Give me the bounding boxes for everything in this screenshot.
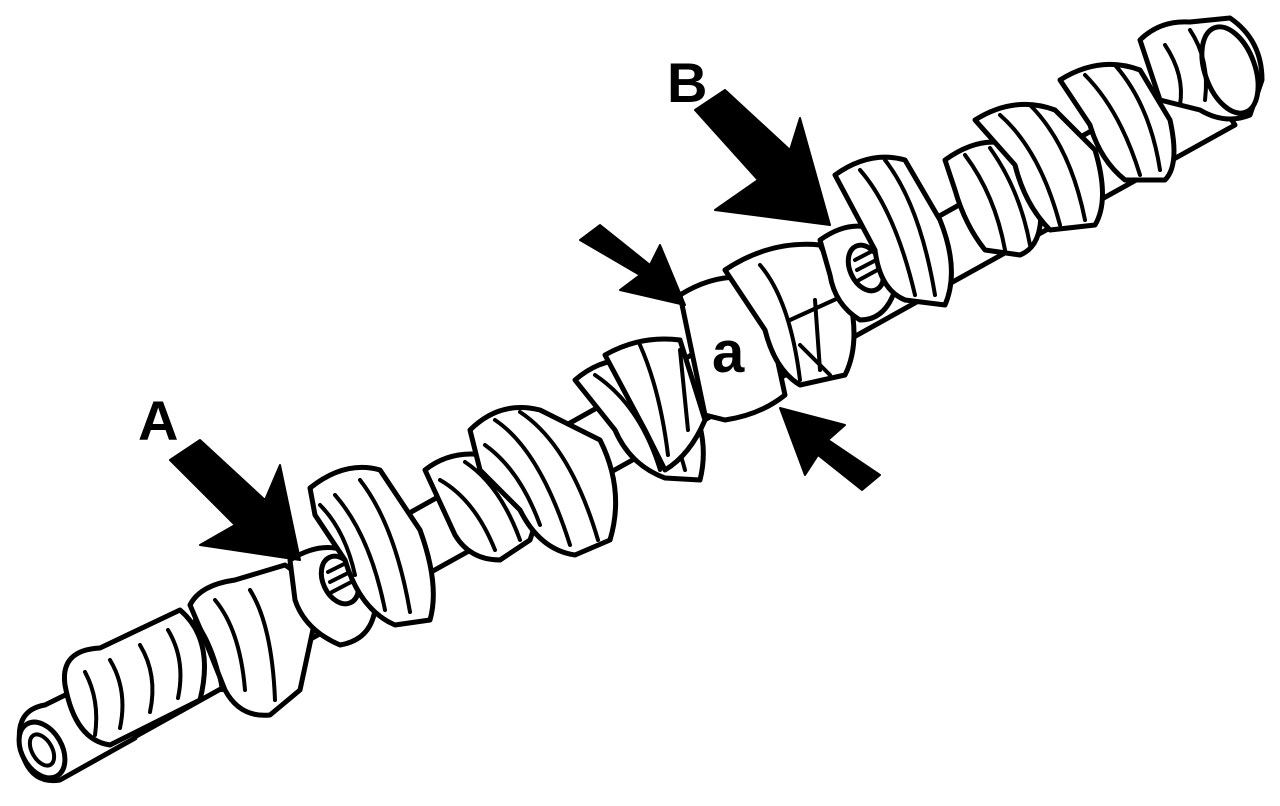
label-a-upper: A <box>138 389 178 452</box>
arrow-a-upper-small <box>579 224 686 306</box>
arrow-a <box>169 439 301 561</box>
arrow-b <box>694 89 831 226</box>
camshaft-rear-end <box>1137 15 1265 122</box>
cam-lobe-2 <box>307 464 436 628</box>
label-b-upper: B <box>667 51 707 114</box>
label-a-lower: a <box>712 320 745 385</box>
cam-lobe-8 <box>832 154 954 308</box>
front-collar <box>61 607 207 748</box>
cam-lobe-4 <box>467 405 619 558</box>
cam-lobe-6 <box>602 336 708 473</box>
cam-lobe-1 <box>187 562 318 718</box>
arrow-a-lower-small <box>779 407 881 491</box>
cam-lobe-11 <box>1057 61 1177 183</box>
cam-lobe-10 <box>972 101 1105 233</box>
